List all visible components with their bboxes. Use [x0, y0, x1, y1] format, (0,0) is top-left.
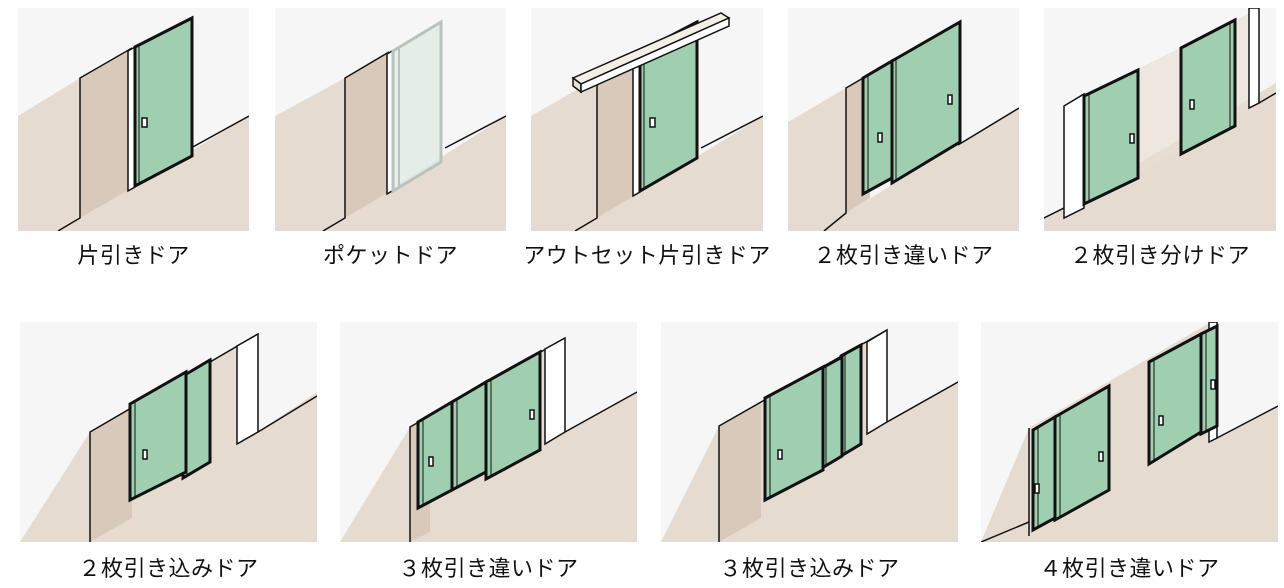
caption-two-panel-bypass-door: ２枚引き違いドア: [813, 244, 994, 269]
three-panel-bypass-door-illustration: [340, 336, 637, 542]
door-tile-three-panel-pocket: [661, 322, 958, 542]
caption-three-panel-bypass-door: ３枚引き違いドア: [398, 557, 579, 582]
two-panel-bypass-door-illustration: [788, 19, 1019, 231]
caption-four-panel-bypass-door: ４枚引き違いドア: [1039, 557, 1220, 582]
caption-pocket-door: ポケットドア: [322, 244, 458, 269]
three-panel-pocket-door-illustration: [661, 328, 958, 542]
door-tile-three-panel-bypass: [340, 322, 637, 542]
door-tile-outset-single-sliding: [531, 8, 763, 231]
door-tile-pocket: [275, 8, 506, 231]
caption-two-panel-pocket-door: ２枚引き込みドア: [78, 557, 259, 582]
caption-three-panel-pocket-door: ３枚引き込みドア: [719, 557, 900, 582]
caption-single-sliding-door: 片引きドア: [77, 244, 190, 269]
door-tile-four-panel-bypass: [981, 322, 1278, 542]
caption-two-panel-bi-parting-door: ２枚引き分けドア: [1069, 244, 1250, 269]
caption-outset-single-sliding-door: アウトセット片引きドア: [523, 244, 771, 269]
two-panel-pocket-door-illustration: [20, 332, 317, 542]
door-tile-two-panel-bi-parting: [1044, 8, 1276, 231]
single-sliding-door-illustration: [18, 15, 249, 231]
two-panel-bi-parting-door-illustration: [1044, 8, 1276, 231]
outset-single-sliding-door-illustration: [531, 12, 763, 231]
door-tile-single-sliding: [18, 8, 249, 231]
four-panel-bypass-door-illustration: [981, 322, 1278, 542]
door-tile-two-panel-bypass: [788, 8, 1019, 231]
door-tile-two-panel-pocket: [20, 322, 317, 542]
pocket-door-illustration: [275, 19, 506, 231]
